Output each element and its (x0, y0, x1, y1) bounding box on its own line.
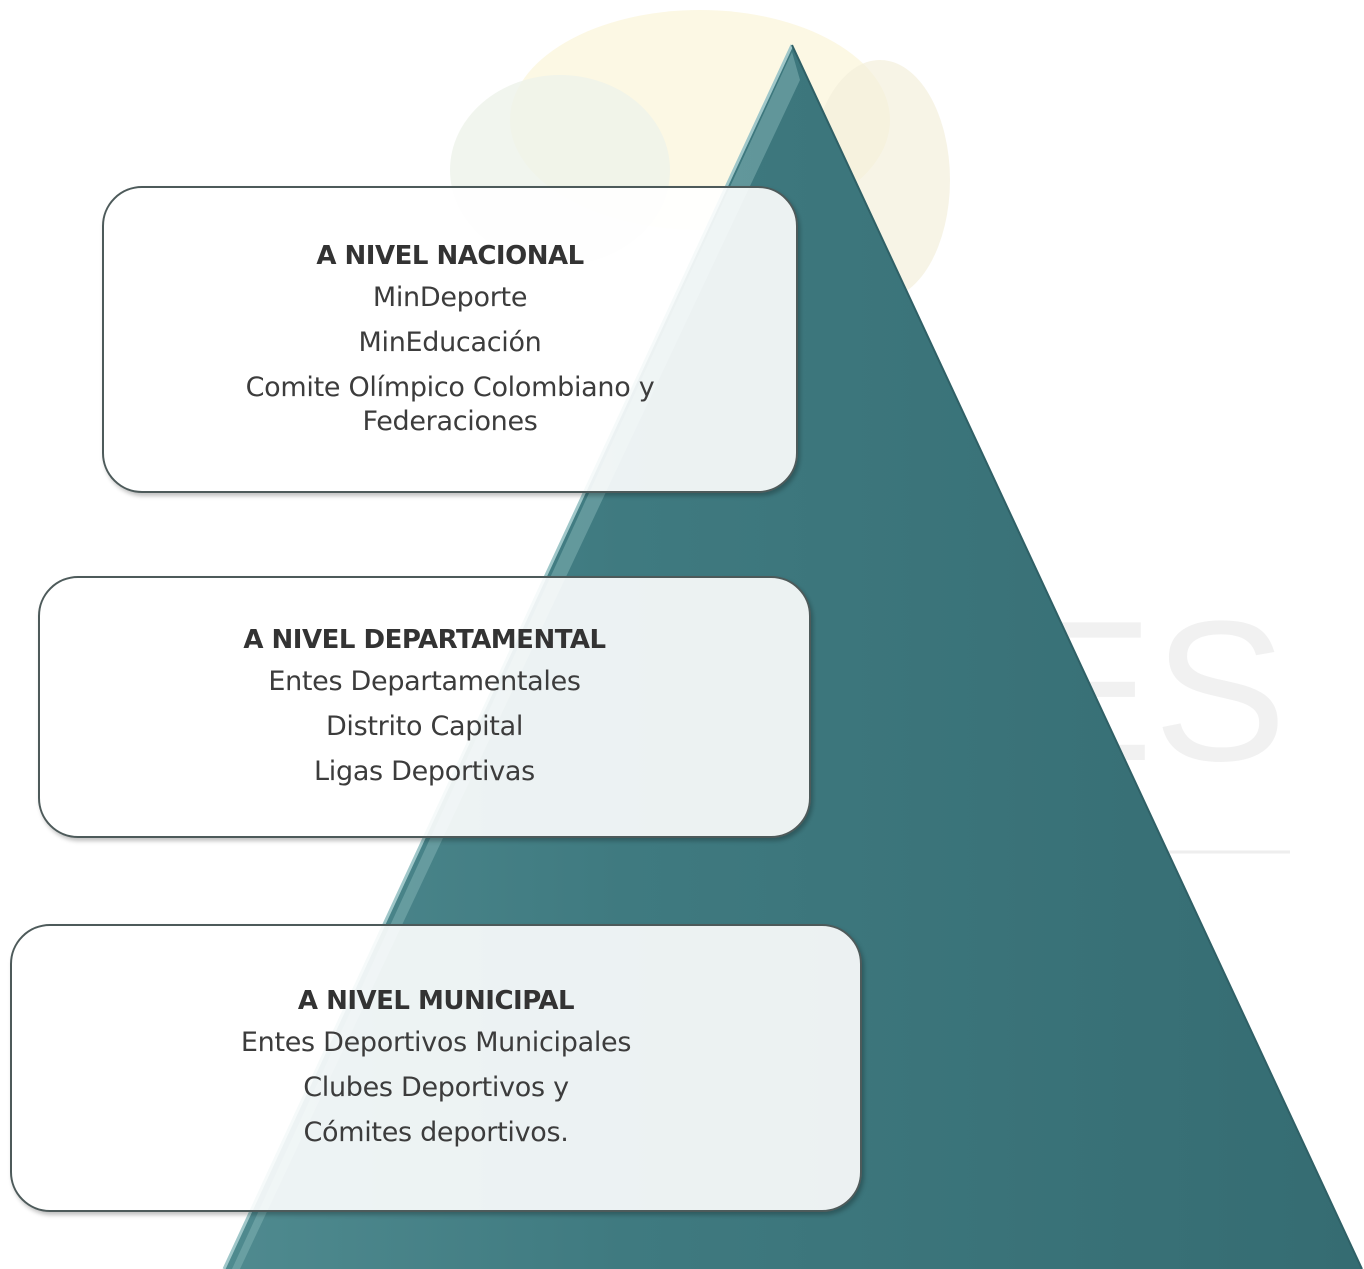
level-item-mindeporte: MinDeporte (372, 281, 528, 313)
level-item-comite-olimpico: Comite Olímpico Colombiano y Federacione… (245, 371, 655, 437)
level-item-entes-deportivos-municipales: Entes Deportivos Municipales (240, 1027, 632, 1058)
pyramid-right-edge (791, 44, 1363, 1269)
level-item-ligas-deportivas: Ligas Deportivas (314, 756, 535, 787)
level-title-departamental: A NIVEL DEPARTAMENTAL (243, 625, 606, 655)
level-item-entes-departamentales: Entes Departamentales (268, 666, 581, 697)
level-item-clubes-deportivos: Clubes Deportivos y (303, 1072, 569, 1103)
level-box-nacional: A NIVEL NACIONAL MinDeporte MinEducación… (102, 186, 798, 493)
level-item-mineducacion: MinEducación (358, 326, 542, 358)
level-title-nacional: A NIVEL NACIONAL (316, 240, 584, 271)
level-item-comites-deportivos: Cómites deportivos. (303, 1117, 569, 1148)
level-box-municipal: A NIVEL MUNICIPAL Entes Deportivos Munic… (10, 924, 862, 1212)
level-title-municipal: A NIVEL MUNICIPAL (297, 986, 575, 1016)
level-box-departamental: A NIVEL DEPARTAMENTAL Entes Departamenta… (38, 576, 811, 838)
level-item-distrito-capital: Distrito Capital (325, 711, 524, 742)
